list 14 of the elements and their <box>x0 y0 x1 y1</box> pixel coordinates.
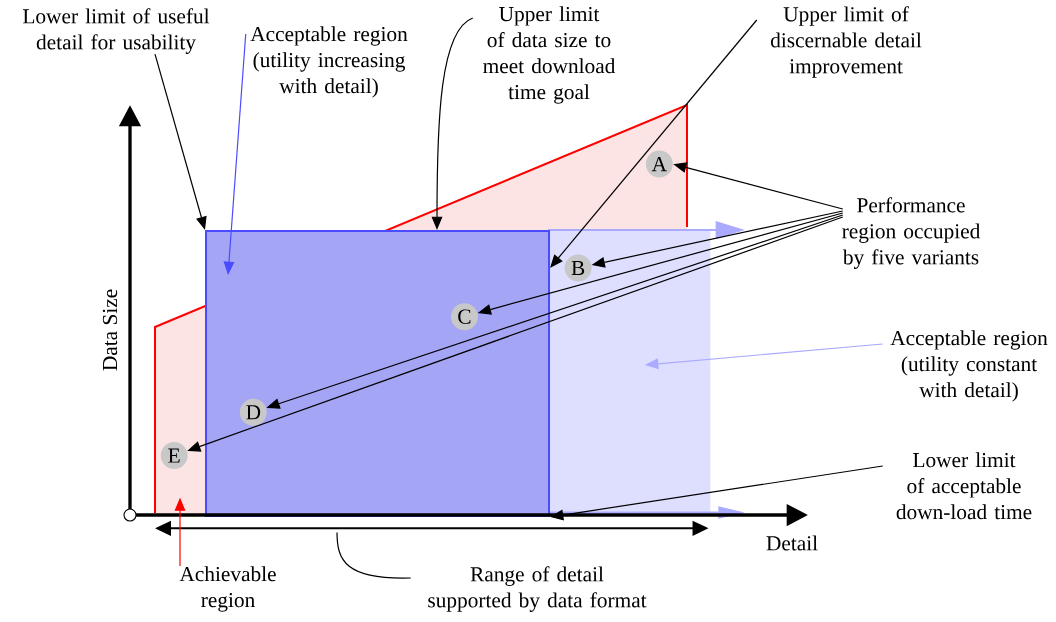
callout-text: Acceptable region (utility increasing with detail) <box>250 26 408 98</box>
leader-line <box>154 53 207 230</box>
callout-text: Upper limit of discernable detail improvement <box>770 6 922 78</box>
axis-label: Detail <box>766 535 818 551</box>
callout-text: Performance region occupied by five variants <box>842 197 981 269</box>
axis-label: Data Size <box>102 289 118 371</box>
callout-text: Acceptable region (utility constant with detail) <box>890 330 1048 402</box>
callout-text: Range of detail supported by data format <box>428 566 647 612</box>
callout-text: Upper limit of data size to meet download time goal <box>483 6 616 104</box>
callout-text: Achievable region <box>179 566 276 612</box>
leader-line <box>336 531 412 579</box>
callout-text: Lower limit of acceptable down-load time <box>896 452 1032 520</box>
leader-line <box>550 19 758 268</box>
callout-text: Lower limit of useful detail for usability <box>23 8 210 54</box>
